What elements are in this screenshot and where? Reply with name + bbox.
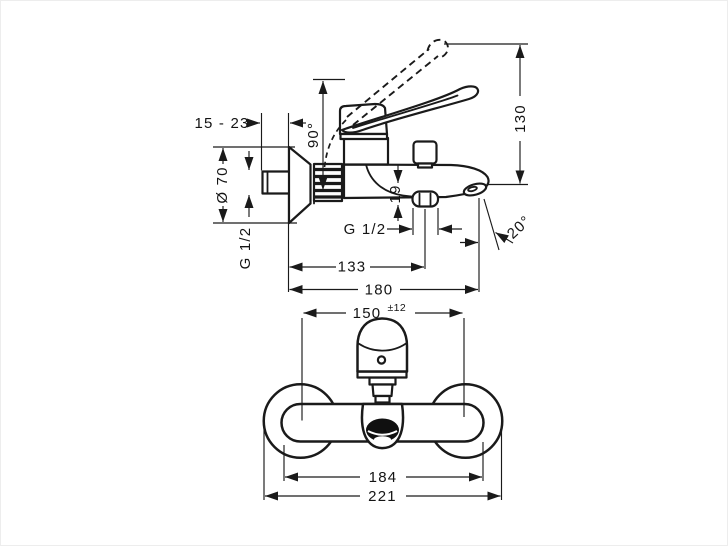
aerator-block-middle <box>371 383 394 398</box>
diverter-knob-base <box>416 162 434 169</box>
side-view-dimensions <box>218 45 525 294</box>
dim-label-184: 184 <box>369 469 398 486</box>
front-view-faucet <box>262 317 504 459</box>
side-view: 15 - 23 90° 130 Ø 70 G 1/2 19 G 1/2 133 … <box>194 38 535 299</box>
front-view-extension-lines <box>263 318 503 500</box>
dim-arrow-spout-angle-slant <box>495 232 514 244</box>
front-view-labels: 150 ±12 184 221 <box>353 302 406 505</box>
front-view: 150 ±12 184 221 <box>262 302 504 505</box>
dim-label-hose-thread: G 1/2 <box>344 221 387 238</box>
spout-outlet-inner <box>467 185 478 193</box>
dim-label-133: 133 <box>338 259 367 276</box>
side-view-labels: 15 - 23 90° 130 Ø 70 G 1/2 19 G 1/2 133 … <box>194 104 534 298</box>
cartridge-housing <box>342 136 390 166</box>
dim-label-wall-thread: G 1/2 <box>237 227 254 270</box>
spout-opening-lip <box>374 436 391 443</box>
lever-raised-dashed-edge <box>352 55 439 126</box>
dim-label-spout-angle: 20° <box>504 212 535 242</box>
dim-label-150: 150 <box>353 305 382 322</box>
handle-base-ring <box>339 132 389 141</box>
dim-label-handle-swing: 90° <box>305 122 322 148</box>
ext-line-spout-angle <box>483 198 500 251</box>
lever-raised-dashed-edge <box>346 48 430 118</box>
dim-label-height: 130 <box>512 104 529 133</box>
handle-front-face-line <box>357 342 407 352</box>
dim-label-221: 221 <box>368 488 397 505</box>
spout-opening <box>366 418 399 442</box>
spout-opening-highlight <box>367 430 398 436</box>
dim-label-wall-depth-range: 15 - 23 <box>194 115 249 132</box>
dim-label-180: 180 <box>365 282 394 299</box>
escutcheon-cone <box>287 145 312 225</box>
lever-raised-dashed-tip <box>426 38 449 58</box>
dim-label-150-tolerance: ±12 <box>388 302 407 314</box>
shower-hose-connector <box>411 190 440 208</box>
side-view-faucet <box>261 38 490 225</box>
wall-supply-pipe <box>261 170 291 195</box>
handle-front <box>356 317 409 373</box>
aerator-block-lower <box>374 394 391 404</box>
dim-label-outlet-drop: 19 <box>387 184 404 203</box>
front-view-dimensions <box>265 308 501 501</box>
diverter-knob <box>412 140 438 165</box>
handle-screw-hole <box>376 355 387 365</box>
lever-crease-line <box>352 94 459 129</box>
dim-label-escutcheon-diameter: Ø 70 <box>214 166 231 203</box>
